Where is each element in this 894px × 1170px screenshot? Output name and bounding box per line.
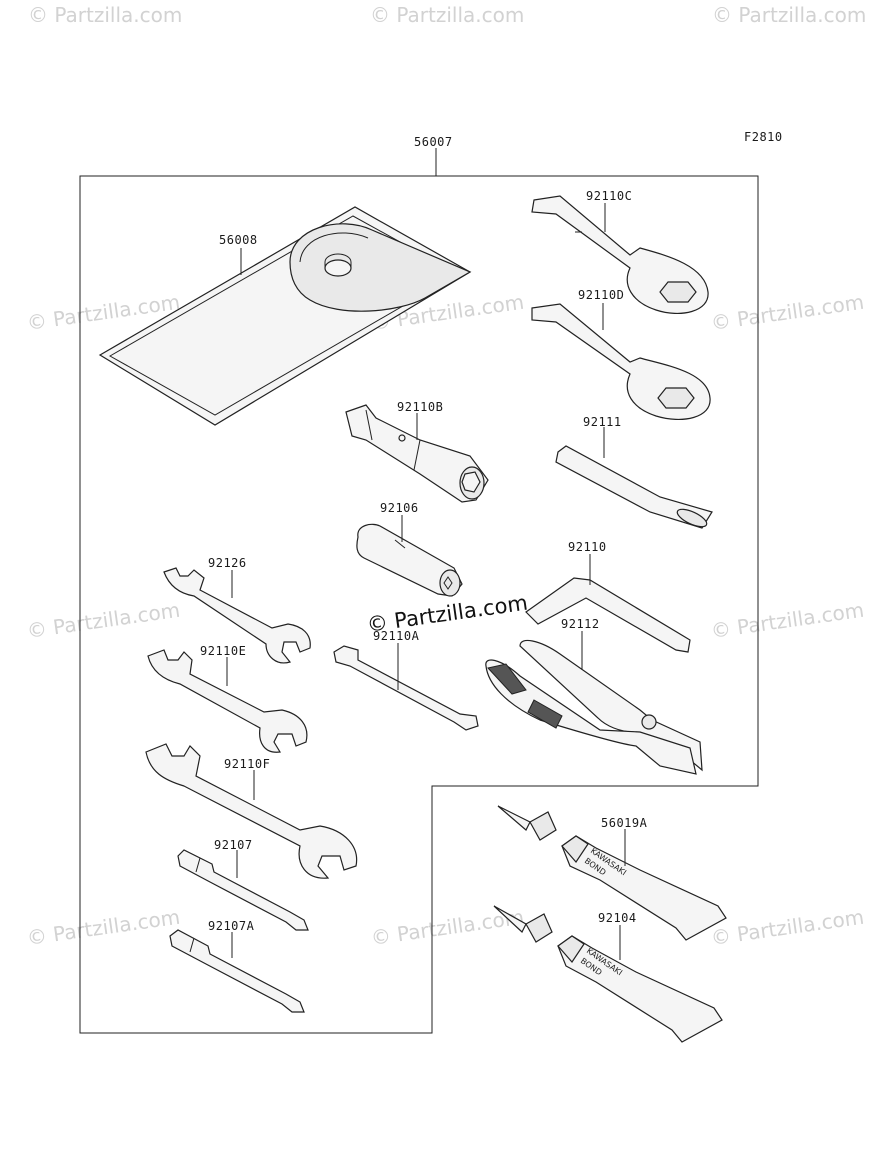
wrench-large[interactable] (145, 743, 358, 879)
label-ring-c[interactable]: 92110C (586, 189, 632, 203)
watermark: © Partzilla.com (370, 3, 524, 27)
label-hex[interactable]: 92110 (568, 540, 607, 554)
screwdriver-b[interactable] (169, 929, 305, 1013)
label-screwdriver-a[interactable]: 92107 (214, 838, 253, 852)
watermark: © Partzilla.com (28, 3, 182, 27)
label-bar[interactable]: 92111 (583, 415, 622, 429)
wrench-medium[interactable] (147, 649, 308, 753)
label-case[interactable]: 56008 (219, 233, 258, 247)
label-bond-a[interactable]: 56019A (601, 816, 648, 830)
watermark: © Partzilla.com (709, 290, 865, 335)
label-kit[interactable]: 56007 (414, 135, 453, 149)
label-plug[interactable]: 92110B (397, 400, 443, 414)
label-wrench-large[interactable]: 92110F (224, 757, 270, 771)
bar[interactable] (555, 445, 713, 530)
label-pliers[interactable]: 92112 (561, 617, 600, 631)
watermark: © Partzilla.com (712, 3, 866, 27)
watermark: © Partzilla.com (25, 905, 181, 950)
label-wrench-medium[interactable]: 92110E (200, 644, 246, 658)
watermark: © Partzilla.com (25, 598, 181, 643)
label-socket[interactable]: 92106 (380, 501, 419, 515)
screwdriver-a[interactable] (177, 849, 309, 931)
spoke-wrench[interactable] (333, 645, 479, 731)
label-ring-d[interactable]: 92110D (578, 288, 624, 302)
figure-code: F2810 (744, 130, 783, 144)
kit-frame (79, 175, 759, 1034)
pliers[interactable] (485, 639, 703, 775)
wrench-small[interactable] (163, 567, 311, 664)
plug-wrench[interactable] (345, 404, 489, 503)
socket-adapter[interactable] (356, 523, 463, 597)
label-screwdriver-b[interactable]: 92107A (208, 919, 255, 933)
watermark-center: © Partzilla.com (365, 591, 529, 637)
watermark: © Partzilla.com (709, 905, 865, 950)
watermark: © Partzilla.com (709, 598, 865, 643)
ring-wrench-d[interactable] (531, 303, 711, 420)
label-spoke[interactable]: 92110A (373, 629, 420, 643)
tool-case[interactable] (98, 206, 472, 426)
hex-key[interactable] (525, 577, 691, 653)
label-wrench-small[interactable]: 92126 (208, 556, 247, 570)
label-bond-b[interactable]: 92104 (598, 911, 637, 925)
ring-wrench-c[interactable] (531, 195, 709, 314)
